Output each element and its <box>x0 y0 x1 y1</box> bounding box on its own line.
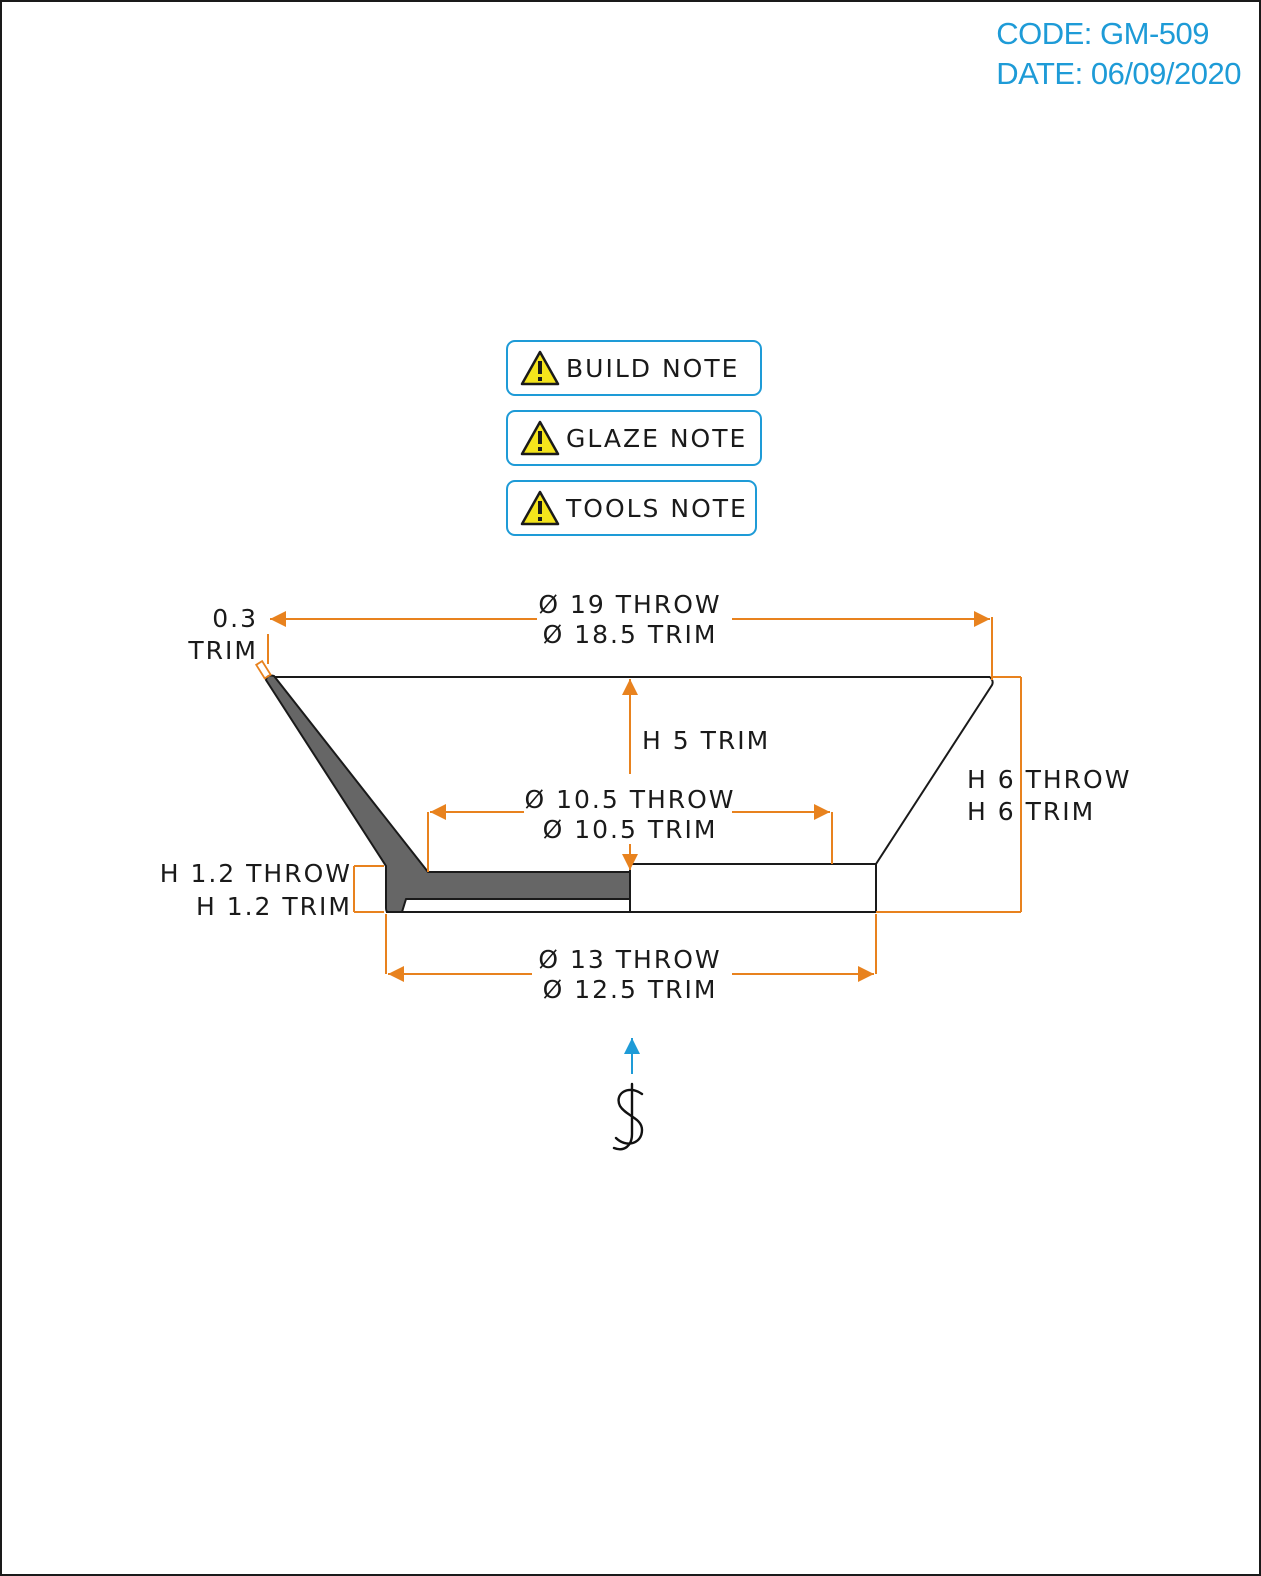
build-note-button[interactable]: BUILD NOTE <box>506 340 762 396</box>
code-label: CODE: GM-509 <box>996 16 1210 51</box>
wall-thickness-label: TRIM <box>187 636 258 665</box>
date-label: DATE: 06/09/2020 <box>996 56 1241 91</box>
tools-note-button[interactable]: TOOLS NOTE <box>506 480 757 536</box>
inner-trim-label: Ø 10.5 TRIM <box>543 815 718 844</box>
dimension-lines <box>267 611 1022 982</box>
wall-thickness-value: 0.3 <box>212 604 258 633</box>
rim-throw-label: Ø 19 THROW <box>538 590 721 619</box>
rim-trim-label: Ø 18.5 TRIM <box>543 620 718 649</box>
total-height-throw-label: H 6 THROW <box>967 765 1131 794</box>
glaze-note-label: GLAZE NOTE <box>566 423 748 453</box>
inner-throw-label: Ø 10.5 THROW <box>524 785 735 814</box>
warning-icon <box>520 490 560 526</box>
glaze-note-button[interactable]: GLAZE NOTE <box>506 410 762 466</box>
foot-trim-label: Ø 12.5 TRIM <box>543 975 718 1004</box>
foot-height-trim-label: H 1.2 TRIM <box>196 892 352 921</box>
header: CODE: GM-509 DATE: 06/09/2020 <box>996 14 1241 94</box>
tools-note-label: TOOLS NOTE <box>566 493 748 523</box>
bowl-outline <box>270 676 994 913</box>
warning-icon <box>520 350 560 386</box>
inner-height-label: H 5 TRIM <box>642 726 770 755</box>
total-height-trim-label: H 6 TRIM <box>967 797 1095 826</box>
build-note-label: BUILD NOTE <box>566 353 740 383</box>
notes-list: BUILD NOTE GLAZE NOTE TOOLS NOTE <box>506 340 766 550</box>
sj-monogram-logo <box>612 1082 644 1151</box>
wall-thickness-marker <box>254 659 272 680</box>
foot-height-throw-label: H 1.2 THROW <box>160 859 352 888</box>
foot-throw-label: Ø 13 THROW <box>538 945 721 974</box>
warning-icon <box>520 420 560 456</box>
